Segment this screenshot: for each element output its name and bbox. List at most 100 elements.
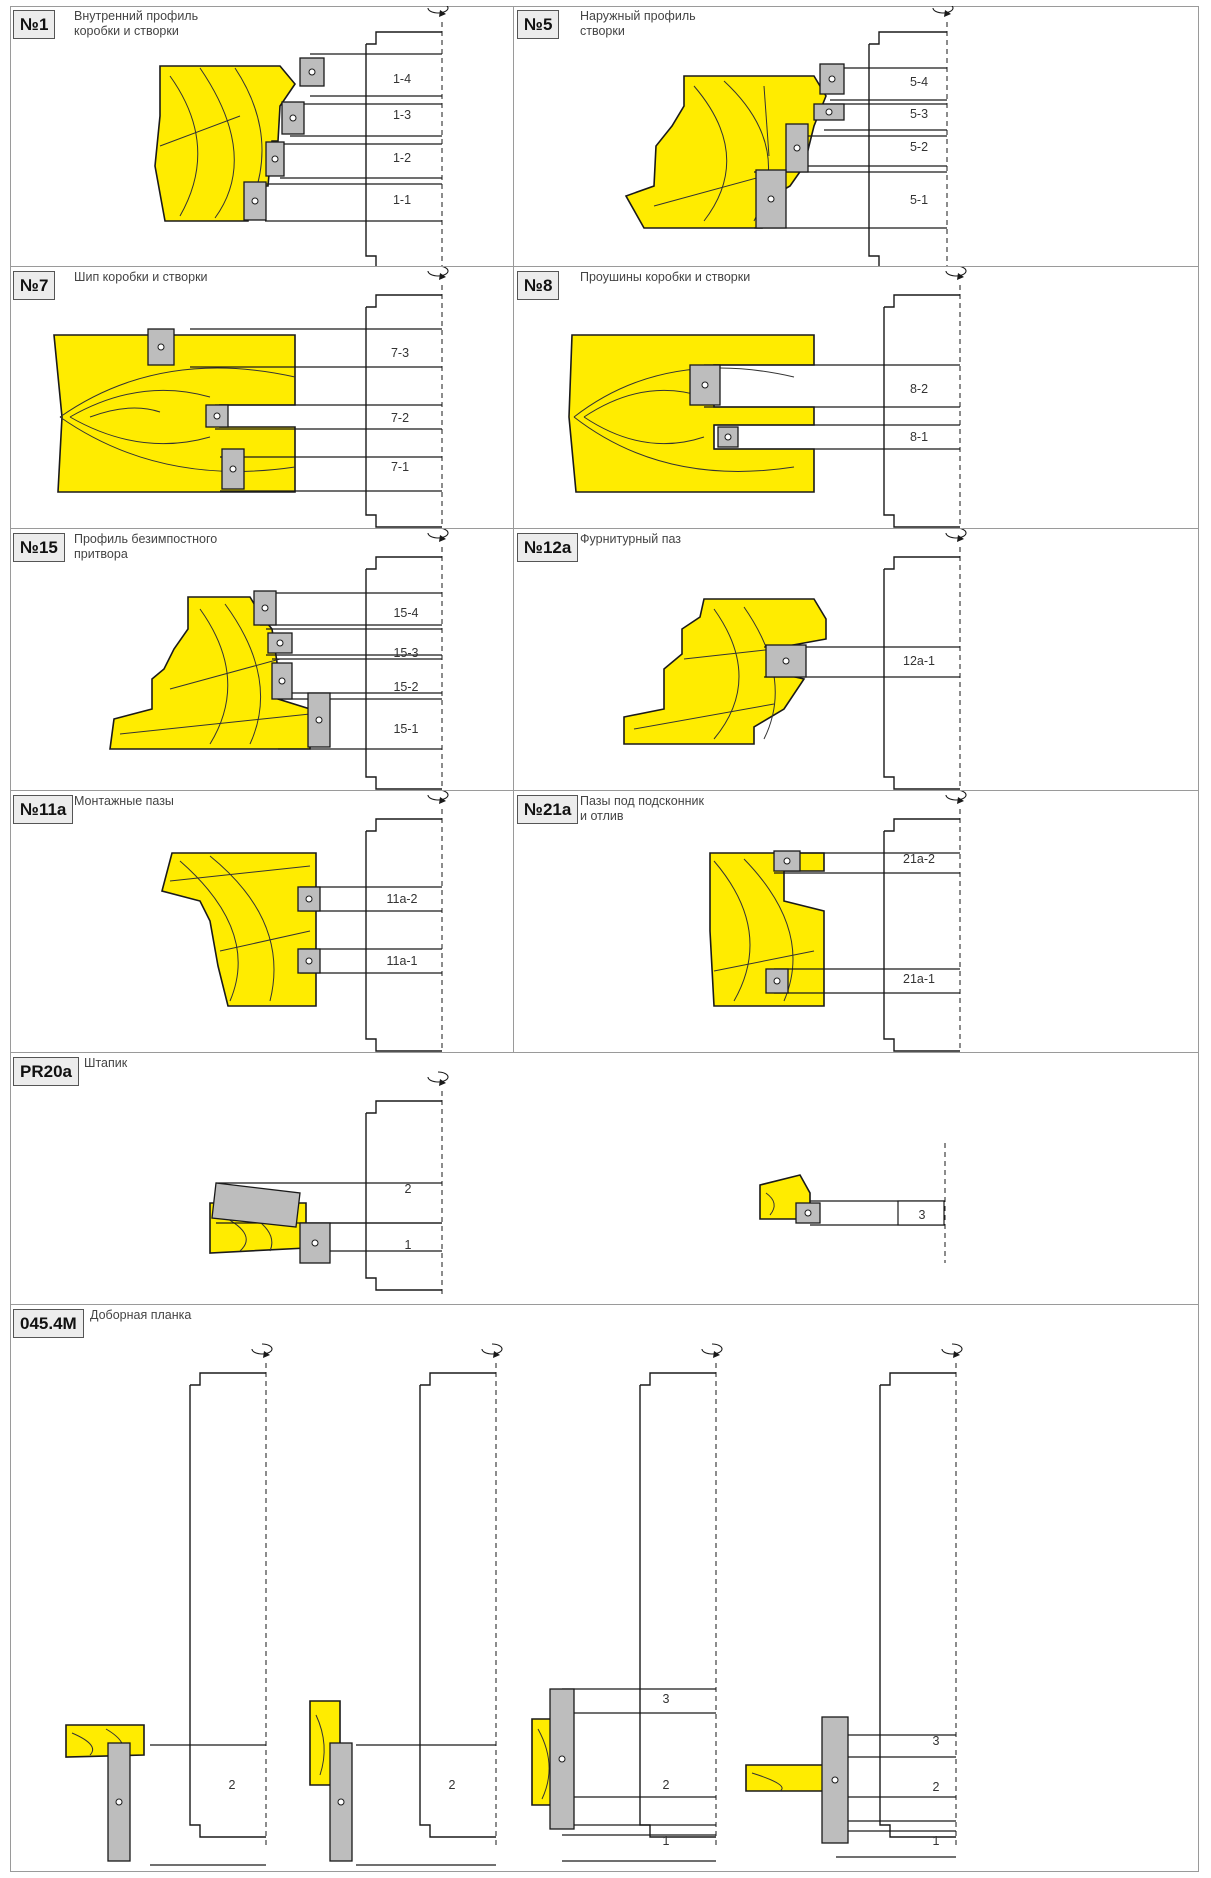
tool-hub bbox=[365, 31, 442, 266]
wood-grain bbox=[69, 416, 211, 445]
tool-hub bbox=[365, 556, 442, 790]
insert-screw bbox=[115, 1798, 123, 1806]
insert-screw bbox=[793, 144, 801, 152]
cutter-label: 1-3 bbox=[393, 108, 411, 122]
cutter-label: 3 bbox=[933, 1734, 940, 1748]
wood-grain bbox=[209, 855, 275, 1002]
cutter-spacer bbox=[897, 1200, 945, 1226]
rotation-arrow-icon bbox=[945, 529, 967, 539]
cutter-label: 8-2 bbox=[910, 382, 928, 396]
cutter-label: 7-1 bbox=[391, 460, 409, 474]
rotation-arrow-head bbox=[439, 273, 446, 280]
wood-grain bbox=[765, 1192, 775, 1216]
row-divider bbox=[10, 790, 1199, 791]
cutter-label: 1-4 bbox=[393, 72, 411, 86]
cutter-label: 12a-1 bbox=[903, 654, 935, 668]
tool-hub bbox=[883, 818, 960, 1052]
insert-screw bbox=[558, 1755, 566, 1763]
wood-grain bbox=[683, 648, 775, 660]
tool-hub bbox=[419, 1372, 496, 1838]
insert-screw bbox=[315, 716, 323, 724]
rotation-arrow-head bbox=[953, 1351, 960, 1358]
panel-12a: №12a Фурнитурный паз 12a-1 bbox=[514, 529, 1199, 790]
insert-screw bbox=[782, 657, 790, 665]
cutter-label: 3 bbox=[663, 1692, 670, 1706]
insert-screw bbox=[305, 957, 313, 965]
insert-screw bbox=[271, 155, 279, 163]
cutter-label: 1-2 bbox=[393, 151, 411, 165]
insert-screw bbox=[276, 639, 284, 647]
wood-grain bbox=[169, 75, 199, 217]
knife-insert-icon bbox=[211, 1182, 301, 1228]
wood-grain bbox=[583, 416, 705, 445]
cutter-label: 11a-1 bbox=[386, 954, 417, 968]
wood-grain bbox=[199, 608, 229, 745]
rotation-arrow-head bbox=[439, 797, 446, 804]
insert-screw bbox=[773, 977, 781, 985]
cutter-label: 11a-2 bbox=[386, 892, 417, 906]
panel-code: №1 bbox=[13, 10, 56, 39]
panel-code: №12a bbox=[517, 533, 579, 562]
insert-screw bbox=[825, 108, 833, 116]
wood-grain bbox=[59, 416, 296, 472]
wood-grain bbox=[119, 713, 311, 735]
tool-hub bbox=[868, 31, 947, 266]
panel-code: 045.4M bbox=[13, 1309, 84, 1338]
rotation-arrow-icon bbox=[427, 529, 449, 539]
cutter-label: 1 bbox=[933, 1834, 940, 1848]
rotation-arrow-icon bbox=[932, 6, 954, 14]
panel-title: Штапик bbox=[84, 1056, 128, 1070]
tool-hub bbox=[365, 294, 442, 528]
insert-screw bbox=[783, 857, 791, 865]
knife-insert-icon bbox=[689, 364, 721, 406]
column-divider bbox=[513, 6, 514, 1052]
rotation-arrow-head bbox=[439, 1079, 446, 1086]
panel-title: Монтажные пазы bbox=[74, 794, 174, 808]
panel-title: Шип коробки и створки bbox=[74, 270, 208, 284]
insert-screw bbox=[305, 895, 313, 903]
insert-screw bbox=[804, 1209, 812, 1217]
panel-code: №8 bbox=[517, 271, 560, 300]
rotation-arrow-head bbox=[957, 797, 964, 804]
cutter-label: 15-4 bbox=[393, 606, 418, 620]
wood-grain bbox=[59, 367, 296, 418]
wood-grain bbox=[219, 930, 311, 952]
cutter-label: 2 bbox=[449, 1778, 456, 1792]
wood-grain bbox=[169, 865, 311, 882]
tool-hub bbox=[639, 1372, 716, 1838]
rotation-arrow-icon bbox=[481, 1343, 503, 1355]
wood-grain bbox=[713, 950, 815, 972]
catalog-frame bbox=[10, 6, 1199, 1872]
rotation-arrow-icon bbox=[945, 267, 967, 277]
wood-grain bbox=[633, 703, 775, 730]
wood-grain bbox=[537, 1728, 550, 1800]
wood-grain bbox=[573, 367, 795, 418]
cutter-label: 21a-1 bbox=[903, 972, 935, 986]
rotation-arrow-head bbox=[944, 10, 951, 17]
wood-grain bbox=[751, 1772, 783, 1792]
cutter-label: 5-4 bbox=[910, 75, 928, 89]
panel-code: №15 bbox=[13, 533, 65, 562]
tool-hub bbox=[883, 294, 960, 528]
rotation-arrow-head bbox=[439, 535, 446, 542]
cutter-label: 7-2 bbox=[391, 411, 409, 425]
rotation-arrow-icon bbox=[427, 6, 449, 14]
insert-screw bbox=[311, 1239, 319, 1247]
rotation-arrow-head bbox=[957, 273, 964, 280]
wood-grain bbox=[653, 175, 765, 207]
insert-screw bbox=[831, 1776, 839, 1784]
tool-hub bbox=[189, 1372, 266, 1838]
rotation-arrow-icon bbox=[427, 791, 449, 801]
wood-grain bbox=[199, 67, 235, 219]
cutter-label: 2 bbox=[229, 1778, 236, 1792]
wood-grain bbox=[159, 115, 241, 147]
rotation-arrow-head bbox=[439, 10, 446, 17]
cutter-label: 1-1 bbox=[393, 193, 411, 207]
insert-screw bbox=[157, 343, 165, 351]
